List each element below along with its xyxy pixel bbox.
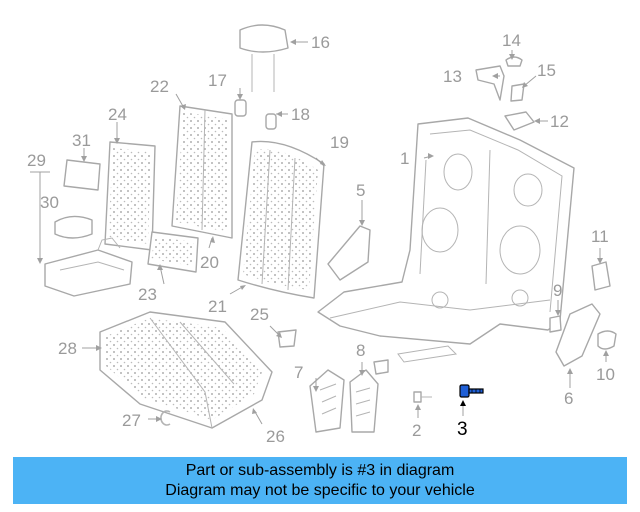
bracket-25-part [277, 329, 297, 348]
banner-line-2: Diagram may not be specific to your vehi… [165, 481, 475, 499]
callout-17: 17 [208, 71, 227, 90]
trim-30-part [54, 215, 93, 239]
bolt-3-highlighted-part [459, 384, 484, 398]
callout-29: 29 [27, 151, 46, 170]
back-panel-24-part [104, 141, 156, 251]
info-banner: Part or sub-assembly is #3 in diagram Di… [13, 457, 627, 504]
callout-numbers: 16 17 18 22 24 31 29 30 19 1 13 14 15 12… [27, 31, 615, 446]
label-31-part [63, 159, 101, 191]
pad-23-part [147, 231, 199, 273]
callout-3-highlighted: 3 [457, 419, 468, 440]
callout-15: 15 [537, 61, 556, 80]
callout-21: 21 [208, 297, 227, 316]
bracket-5-part [327, 225, 371, 281]
part-13 [475, 65, 505, 101]
parts-diagram-svg: 16 17 18 22 24 31 29 30 19 1 13 14 15 12… [27, 24, 617, 446]
seatback-cover-19-part [237, 140, 325, 299]
headrest-part [239, 24, 289, 92]
callout-8: 8 [356, 341, 365, 360]
headrest-guide-18-part [265, 113, 277, 130]
cap-11-part [591, 261, 611, 291]
side-cover-6-part [555, 303, 601, 367]
callout-10: 10 [596, 365, 615, 384]
callout-13: 13 [443, 67, 462, 86]
callout-arrowheads [37, 39, 609, 422]
callout-1: 1 [400, 149, 409, 168]
part-12 [504, 111, 535, 131]
callout-25: 25 [250, 305, 269, 324]
callout-16: 16 [311, 33, 330, 52]
parts-diagram: 16 17 18 22 24 31 29 30 19 1 13 14 15 12… [27, 24, 617, 446]
callout-20: 20 [200, 253, 219, 272]
callout-14: 14 [502, 31, 521, 50]
cap-10-part [597, 330, 617, 350]
part-9 [549, 315, 562, 333]
clip-27-part [160, 410, 171, 426]
callout-5: 5 [356, 181, 365, 200]
clip-4-part [373, 359, 389, 375]
headrest-guide-17-part [234, 99, 247, 117]
callout-30: 30 [40, 193, 59, 212]
seat-cushion-28-part [99, 311, 273, 429]
callout-12: 12 [550, 112, 569, 131]
callout-18: 18 [291, 105, 310, 124]
callout-31: 31 [72, 131, 91, 150]
callout-6: 6 [564, 389, 573, 408]
part-15 [510, 83, 525, 102]
callout-19: 19 [330, 133, 349, 152]
banner-line-1: Part or sub-assembly is #3 in diagram [185, 461, 455, 479]
seat-frame-1-part [317, 117, 575, 363]
armrest-29-part [44, 237, 133, 297]
callout-2: 2 [412, 421, 421, 440]
callout-22: 22 [150, 77, 169, 96]
callout-9: 9 [553, 281, 562, 300]
bolt-2-part [413, 391, 432, 403]
hinge-cover-7-part [309, 369, 345, 433]
callout-27: 27 [122, 411, 141, 430]
callout-28: 28 [58, 339, 77, 358]
hinge-cover-8-part [349, 369, 379, 433]
callout-7: 7 [294, 363, 303, 382]
callout-11: 11 [591, 227, 609, 246]
seatback-pad-22-part [171, 105, 233, 239]
callout-24: 24 [108, 105, 127, 124]
part-14 [505, 56, 523, 67]
callout-26: 26 [266, 427, 285, 446]
callout-23: 23 [138, 285, 157, 304]
